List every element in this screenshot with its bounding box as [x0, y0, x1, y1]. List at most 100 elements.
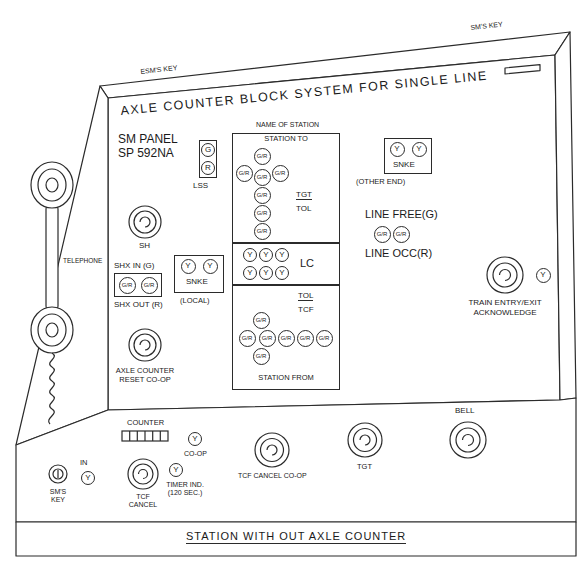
- lamp-letter: G/R: [275, 170, 286, 176]
- counter-digit-divider: [137, 431, 138, 441]
- lamp-letter: Y: [394, 145, 399, 153]
- indicator-lamp: G/R: [374, 226, 391, 243]
- box-text: TGT: [296, 190, 312, 200]
- lamp-letter: G/R: [256, 353, 267, 359]
- lamp-letter: G/R: [377, 231, 388, 237]
- panel-label: SM PANEL SP 592NA: [118, 132, 193, 161]
- indicator-lamp: G/R: [236, 165, 253, 182]
- lamp-letter: G/R: [256, 317, 267, 323]
- indicator-lamp: Y: [243, 248, 257, 262]
- panel-label: IN: [80, 458, 88, 467]
- tcf-cancel-coop-button-ring: [261, 439, 284, 462]
- push-buttons: [49, 206, 523, 489]
- panel-label: TCF CANCEL: [124, 493, 162, 510]
- lamp-letter: G/R: [144, 282, 155, 288]
- lamp-letter: G/R: [257, 192, 268, 198]
- lamp-letter: G/R: [239, 170, 250, 176]
- telephone-handset: [31, 162, 73, 424]
- bell-button-mark: [463, 435, 474, 446]
- indicator-lamp: G/R: [297, 330, 314, 347]
- lamp-letter: G/R: [257, 153, 268, 159]
- indication-box: LSSGR: [199, 140, 217, 178]
- bell-button: [450, 422, 486, 458]
- indicator-lamp: G/R: [254, 187, 271, 204]
- indication-box: SNKE(LOCAL)YY: [174, 255, 224, 293]
- indication-box: SNKE(OTHER END)YY: [384, 138, 432, 174]
- panel-label: SM'S KEY: [44, 488, 72, 505]
- indicator-lamp: Y: [259, 248, 273, 262]
- indication-box: STATION TOTGTTOLG/RG/RG/RG/RG/RG/RG/R: [232, 133, 340, 243]
- indicator-lamp: G/R: [278, 330, 295, 347]
- lamp-letter: G: [205, 146, 211, 154]
- lamp-letter: Y: [279, 251, 284, 259]
- box-text: (OTHER END): [356, 178, 405, 187]
- indicator-lamp: G: [201, 143, 215, 157]
- panel-label: NAME OF STATION: [256, 121, 319, 129]
- indicator-lamp: Y: [181, 259, 196, 274]
- lamp-letter: Y: [279, 269, 284, 277]
- indicator-lamp: Y: [390, 142, 405, 157]
- indicator-lamp: Y: [412, 142, 427, 157]
- indicator-lamp: G/R: [254, 223, 271, 240]
- indicator-lamp: Y: [169, 463, 183, 477]
- box-text: STATION TO: [264, 135, 308, 144]
- side-face: [16, 86, 108, 445]
- box-text: (LOCAL): [180, 297, 210, 306]
- train-entry-button: [487, 257, 523, 293]
- box-text: LSS: [193, 181, 208, 190]
- indicator-lamp: G/R: [316, 330, 333, 347]
- panel-label: TELEPHONE: [63, 257, 102, 265]
- panel-label: TCF CANCEL CO-OP: [238, 472, 307, 480]
- lamp-letter: G/R: [319, 335, 330, 341]
- indicator-lamp: Y: [203, 259, 218, 274]
- lamp-letter: Y: [192, 435, 197, 443]
- reset-button-ring: [134, 334, 156, 356]
- name-plate: [505, 65, 540, 74]
- tcf-cancel-coop-button: [255, 433, 289, 467]
- box-text: TCF: [298, 305, 314, 314]
- lamp-letter: G/R: [300, 335, 311, 341]
- panel-housing: [16, 32, 576, 556]
- sh-button-ring: [134, 211, 156, 233]
- train-entry-button-mark: [500, 270, 511, 281]
- panel-label: AXLE COUNTER RESET CO-OP: [110, 366, 180, 384]
- counter-display: [122, 431, 168, 441]
- box-text: SNKE: [186, 277, 208, 286]
- sm-key-lock: [49, 465, 67, 483]
- lamp-letter: G/R: [122, 282, 133, 288]
- lamp-letter: G/R: [257, 210, 268, 216]
- indicator-lamp: R: [201, 161, 215, 175]
- bell-button-ring: [456, 428, 480, 452]
- earpiece-centre: [46, 178, 58, 192]
- lamp-letter: Y: [207, 262, 212, 270]
- indicator-lamp: G/R: [393, 226, 410, 243]
- indication-box: TOLTCFSTATION FROMG/RG/RG/RG/RG/RG/RG/R: [232, 285, 340, 390]
- indicator-lamp: Y: [243, 266, 257, 280]
- lamp-letter: Y: [263, 269, 268, 277]
- indicator-lamp: Y: [259, 266, 273, 280]
- lamp-letter: Y: [185, 262, 190, 270]
- indicator-lamp: G/R: [119, 277, 136, 294]
- earpiece-ring: [38, 169, 66, 201]
- lamp-letter: Y: [247, 251, 252, 259]
- counter-digit-divider: [144, 431, 145, 441]
- indication-box: SHX IN (G)SHX OUT (R)G/RG/R: [114, 273, 162, 297]
- tgt-button-mark: [360, 435, 370, 445]
- panel-label: ESM'S KEY: [140, 64, 178, 76]
- box-text: SHX IN (G): [114, 261, 154, 270]
- tcf-cancel-button-mark: [139, 470, 148, 479]
- box-text: SNKE: [393, 160, 415, 169]
- lamp-letter: Y: [540, 271, 545, 279]
- tcf-cancel-button: [128, 459, 158, 489]
- lower-panel: [16, 398, 576, 522]
- box-text: STATION FROM: [258, 374, 314, 383]
- counter-digit-divider: [129, 431, 130, 441]
- indicator-lamp: Y: [275, 248, 289, 262]
- panel-label: TGT: [357, 462, 372, 471]
- panel-label: BELL: [455, 406, 475, 416]
- indicator-lamp: G/R: [253, 348, 270, 365]
- tcf-cancel-coop-button-mark: [267, 445, 277, 455]
- counter-digit-divider: [152, 431, 153, 441]
- lamp-letter: G/R: [257, 174, 268, 180]
